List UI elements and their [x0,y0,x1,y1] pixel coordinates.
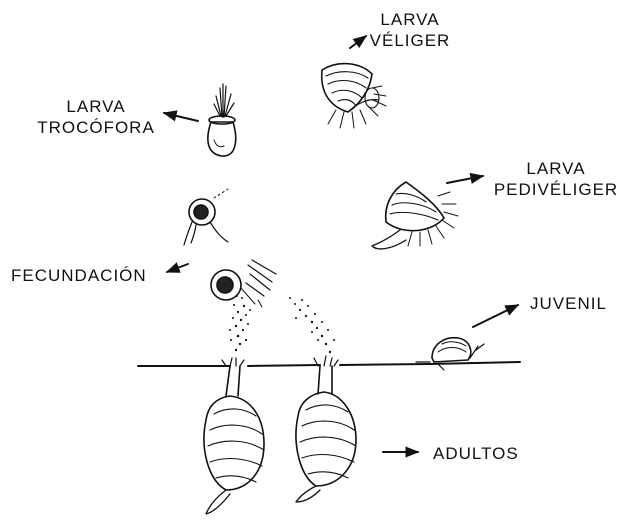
pediveliger-larva [372,182,458,249]
juvenile-snail [416,338,484,370]
label-fecundacion: FECUNDACIÓN [11,265,147,286]
label-veliger-line2: VÉLIGER [361,30,459,51]
label-larva-pediveliger: LARVA PEDIVÉLIGER [490,158,622,200]
label-pediveliger-line1: LARVA [490,158,622,179]
adult-snail-left [204,358,264,514]
substrate-line [138,362,520,366]
fertilization-egg [211,260,276,307]
juvenil-arrow [473,305,518,327]
trocofora-arrow [164,113,198,121]
label-juvenil: JUVENIL [530,293,607,314]
trocofora-larva [208,84,236,156]
label-larva-veliger: LARVA VÉLIGER [361,9,459,51]
embryo-egg [184,189,228,245]
label-trocofora-line1: LARVA [36,96,156,117]
pediveliger-arrow [447,176,483,183]
veliger-larva [322,64,386,128]
label-larva-trocofora: LARVA TROCÓFORA [36,96,156,138]
label-adultos: ADULTOS [433,443,519,464]
label-pediveliger-line2: PEDIVÉLIGER [490,179,622,200]
gamete-release-right [289,297,335,353]
label-trocofora-line2: TROCÓFORA [36,117,156,138]
gamete-release-left [229,295,251,351]
adult-snail-right [296,356,356,502]
label-veliger-line1: LARVA [361,9,459,30]
fecundacion-arrow [167,264,188,272]
